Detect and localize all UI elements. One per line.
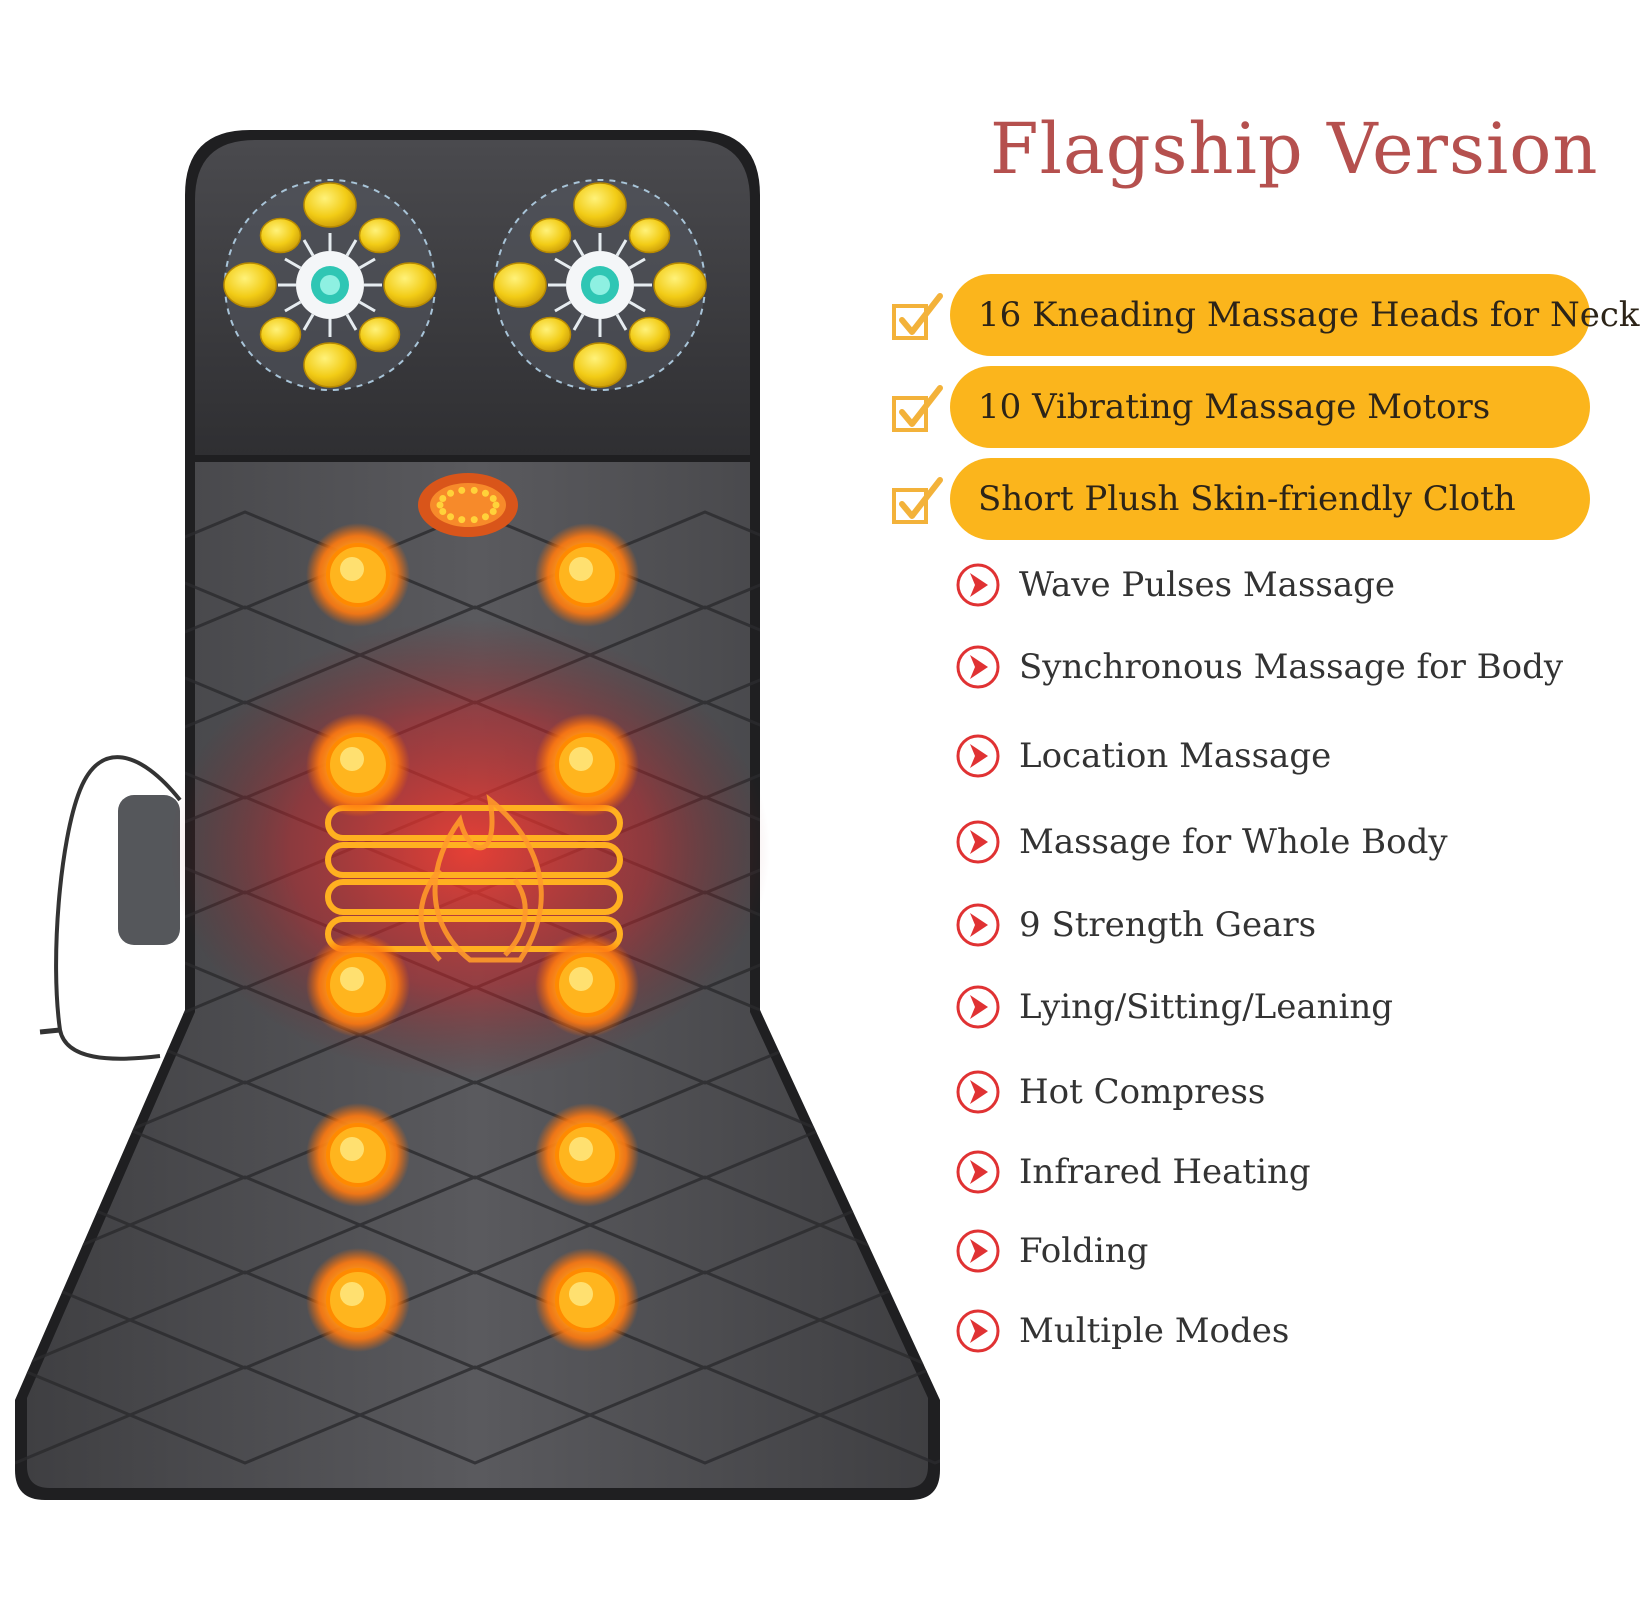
feature-label: Location Massage <box>1019 736 1332 776</box>
vibration-motor <box>306 1103 410 1207</box>
vibration-motor <box>535 933 639 1037</box>
kneading-head <box>303 182 357 228</box>
feature-item: Infrared Heating <box>955 1145 1595 1199</box>
highlight-text: 10 Vibrating Massage Motors <box>978 387 1491 427</box>
feature-item: Massage for Whole Body <box>955 815 1595 869</box>
vibration-motor <box>535 1103 639 1207</box>
feature-label: Massage for Whole Body <box>1019 822 1448 862</box>
red-arrow-bullet-icon <box>956 1070 1000 1114</box>
red-arrow-bullet-icon <box>956 985 1000 1029</box>
red-arrow-bullet-icon <box>956 563 1000 607</box>
feature-item: Hot Compress <box>955 1065 1595 1119</box>
vibration-motor <box>306 713 410 817</box>
kneading-head <box>573 182 627 228</box>
vibration-motor <box>306 933 410 1037</box>
red-arrow-bullet-icon <box>956 1229 1000 1273</box>
kneading-head <box>628 316 671 353</box>
red-arrow-bullet-icon <box>956 1309 1000 1353</box>
heating-coil <box>325 805 623 952</box>
kneading-head <box>493 262 547 308</box>
kneading-head <box>303 342 357 388</box>
feature-label: Wave Pulses Massage <box>1019 565 1396 605</box>
feature-label: 9 Strength Gears <box>1019 905 1317 945</box>
kneading-head <box>529 316 572 353</box>
red-arrow-bullet-icon <box>956 645 1000 689</box>
feature-item: 9 Strength Gears <box>955 898 1595 952</box>
highlight-text: 16 Kneading Massage Heads for Neck <box>978 295 1640 335</box>
vibration-motor <box>535 713 639 817</box>
feature-item: Lying/Sitting/Leaning <box>955 980 1595 1034</box>
product-infographic: Flagship Version 16 Kneading Massage Hea… <box>15 108 1640 1500</box>
feature-label: Infrared Heating <box>1019 1152 1311 1192</box>
feature-label: Hot Compress <box>1019 1072 1266 1112</box>
highlight-pill: 10 Vibrating Massage Motors <box>950 366 1590 448</box>
red-arrow-bullet-icon <box>956 1150 1000 1194</box>
kneading-rotor <box>493 179 707 391</box>
red-arrow-bullet-icon <box>956 734 1000 778</box>
kneading-head <box>223 262 277 308</box>
feature-item: Location Massage <box>955 729 1595 783</box>
red-arrow-bullet-icon <box>956 903 1000 947</box>
checkbox-check-icon <box>892 477 943 524</box>
kneading-rotor <box>223 179 437 391</box>
vibration-motor <box>306 523 410 627</box>
highlight-text: Short Plush Skin-friendly Cloth <box>978 479 1516 519</box>
highlight-item: Short Plush Skin-friendly Cloth <box>890 458 1590 540</box>
feature-item: Folding <box>955 1224 1595 1278</box>
kneading-head <box>383 262 437 308</box>
vibration-motor <box>535 523 639 627</box>
feature-label: Synchronous Massage for Body <box>1019 647 1564 687</box>
kneading-head <box>259 316 302 353</box>
kneading-head <box>628 217 671 254</box>
kneading-head <box>358 217 401 254</box>
vibration-motor <box>535 1248 639 1352</box>
red-arrow-bullet-icon <box>956 820 1000 864</box>
feature-item: Synchronous Massage for Body <box>955 640 1595 694</box>
heating-zone <box>170 620 770 1080</box>
checkbox-check-icon <box>892 293 943 340</box>
highlight-pill: 16 Kneading Massage Heads for Neck <box>950 274 1640 356</box>
kneading-head <box>653 262 707 308</box>
kneading-head <box>529 217 572 254</box>
highlight-item: 10 Vibrating Massage Motors <box>890 366 1590 448</box>
feature-label: Multiple Modes <box>1019 1311 1290 1351</box>
highlight-pill: Short Plush Skin-friendly Cloth <box>950 458 1590 540</box>
neck-kneading-rotors <box>223 179 707 391</box>
kneading-head <box>358 316 401 353</box>
page-title: Flagship Version <box>990 108 1599 190</box>
remote-controller <box>118 795 180 945</box>
checkbox-check-icon <box>892 385 943 432</box>
feature-item: Multiple Modes <box>955 1304 1595 1358</box>
kneading-head <box>573 342 627 388</box>
feature-item: Wave Pulses Massage <box>955 558 1595 612</box>
vibration-motor <box>306 1248 410 1352</box>
vibration-motors <box>306 523 639 1352</box>
highlight-item: 16 Kneading Massage Heads for Neck <box>890 274 1640 356</box>
massage-mat-illustration <box>15 130 940 1500</box>
feature-label: Folding <box>1019 1231 1149 1271</box>
feature-label: Lying/Sitting/Leaning <box>1019 987 1394 1027</box>
kneading-head <box>259 217 302 254</box>
flame-icon <box>418 793 544 963</box>
